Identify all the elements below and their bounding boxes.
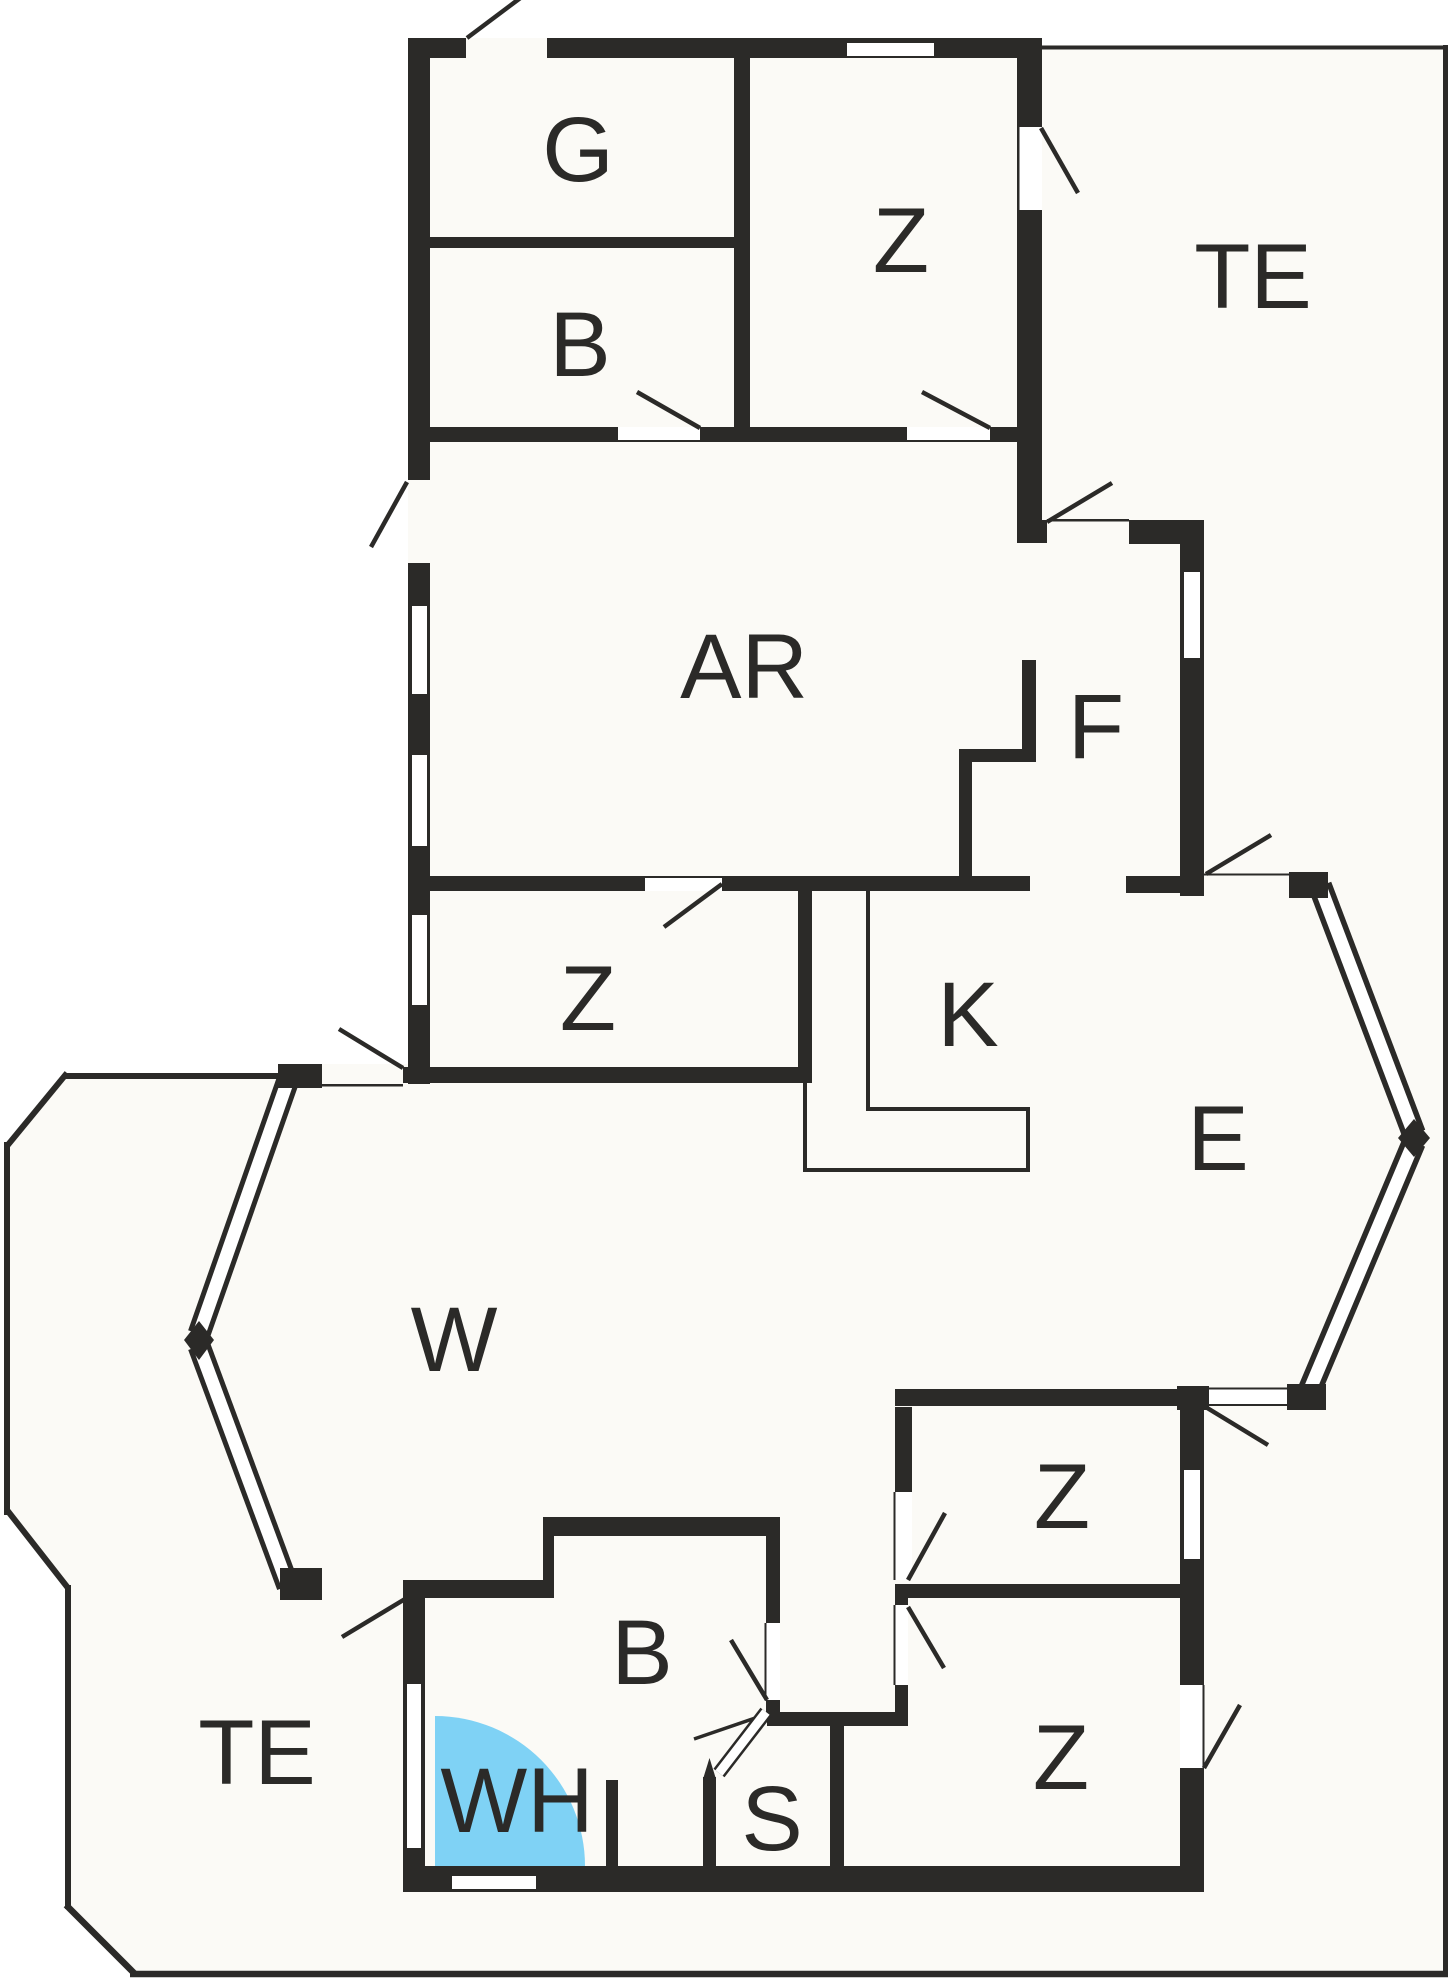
svg-text:TE: TE <box>198 1702 316 1804</box>
svg-text:K: K <box>937 964 998 1066</box>
svg-text:G: G <box>542 99 614 201</box>
svg-text:E: E <box>1187 1088 1248 1190</box>
svg-text:W: W <box>411 1289 498 1391</box>
svg-text:S: S <box>741 1768 802 1870</box>
svg-text:F: F <box>1068 676 1124 778</box>
svg-text:AR: AR <box>680 616 808 718</box>
svg-text:Z: Z <box>1033 1707 1089 1809</box>
svg-text:Z: Z <box>873 190 929 292</box>
svg-text:WH: WH <box>440 1750 593 1852</box>
svg-text:Z: Z <box>560 948 616 1050</box>
svg-text:B: B <box>611 1602 672 1704</box>
svg-text:TE: TE <box>1194 226 1312 328</box>
svg-text:Z: Z <box>1034 1446 1090 1548</box>
svg-text:B: B <box>549 294 610 396</box>
